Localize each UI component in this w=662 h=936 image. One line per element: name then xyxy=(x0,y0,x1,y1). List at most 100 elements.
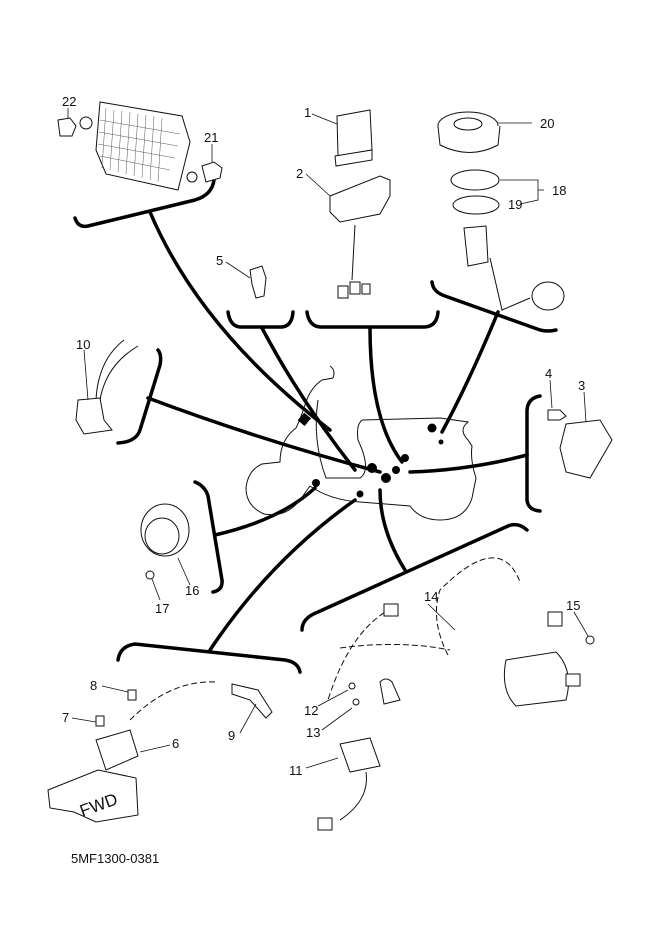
battery-lead xyxy=(339,643,451,651)
scooter-part-blob xyxy=(438,439,444,445)
horn xyxy=(140,503,190,557)
starter-motor xyxy=(503,651,569,707)
connector xyxy=(337,285,349,299)
pickup-coil xyxy=(75,397,113,435)
float xyxy=(531,281,565,311)
rectifier-assembly xyxy=(547,379,613,479)
scooter-body xyxy=(315,399,366,479)
bolt-7 xyxy=(95,715,105,727)
bracket-horn xyxy=(193,480,224,594)
relay xyxy=(336,109,373,157)
spark-plug-cap xyxy=(231,683,273,719)
connector xyxy=(547,611,563,627)
relay-wire xyxy=(339,771,367,821)
screw-17 xyxy=(145,570,155,580)
gasket xyxy=(79,116,93,130)
ht-lead xyxy=(129,681,216,721)
pickup-wire xyxy=(95,339,125,401)
connector xyxy=(383,603,399,617)
bracket-relay xyxy=(305,310,440,329)
callout-1: 1 xyxy=(304,105,311,120)
starter-shaft xyxy=(565,673,581,687)
callout-6: 6 xyxy=(172,736,179,751)
callout-21: 21 xyxy=(204,130,218,145)
scooter-seat xyxy=(361,417,477,479)
bracket-pickup xyxy=(116,348,163,445)
scooter-rear xyxy=(309,477,477,521)
fwd-arrow xyxy=(47,769,139,823)
connector xyxy=(317,817,333,831)
callout-12: 12 xyxy=(304,703,318,718)
callout-22: 22 xyxy=(62,94,76,109)
wire-lead xyxy=(327,607,393,701)
connector-horn xyxy=(213,486,317,537)
callout-4: 4 xyxy=(545,366,552,381)
callout-14: 14 xyxy=(424,589,438,604)
scooter-part-blob xyxy=(367,463,377,473)
connector-ignition xyxy=(208,498,357,652)
drawing-code: 5MF1300-0381 xyxy=(71,851,159,866)
callout-2: 2 xyxy=(296,166,303,181)
radiator xyxy=(95,101,191,191)
terminal-boot xyxy=(379,678,401,705)
connector-fuel xyxy=(440,310,500,434)
callout-10: 10 xyxy=(76,337,90,352)
scooter-marker xyxy=(297,412,312,427)
callout-7: 7 xyxy=(62,710,69,725)
bolt-12 xyxy=(348,682,356,690)
relay-assembly xyxy=(305,109,391,299)
group-brackets xyxy=(73,178,558,674)
pickup-coil-assembly xyxy=(75,339,139,435)
connector xyxy=(349,281,361,295)
pickup-wire xyxy=(99,345,139,401)
callout-15: 15 xyxy=(566,598,580,613)
callout-19: 19 xyxy=(508,197,522,212)
callout-labels: 1 2 3 4 5 6 7 8 9 10 11 12 13 14 15 16 1… xyxy=(62,94,585,778)
sensor xyxy=(249,265,267,299)
sender-plate xyxy=(450,169,500,191)
connector-starter xyxy=(378,488,407,572)
bolt-4 xyxy=(547,409,567,421)
bolt-15 xyxy=(585,635,595,645)
screw-8 xyxy=(127,689,137,701)
scooter-part-blob xyxy=(427,423,437,433)
callout-8: 8 xyxy=(90,678,97,693)
gasket-19 xyxy=(452,195,500,215)
ignition-coil-assembly xyxy=(47,681,273,823)
connector-relay xyxy=(368,326,404,464)
callout-18: 18 xyxy=(552,183,566,198)
fuel-sender-assembly xyxy=(437,111,565,311)
starter-assembly xyxy=(305,557,595,831)
callout-9: 9 xyxy=(228,728,235,743)
horn-assembly xyxy=(140,503,191,601)
bracket-starter xyxy=(300,522,529,632)
fuel-cap-nut-side xyxy=(437,125,501,153)
callout-20: 20 xyxy=(540,116,554,131)
bracket-sensor xyxy=(226,310,295,329)
connector-pickup xyxy=(146,396,382,474)
scooter-part-blob xyxy=(401,454,409,462)
connector-lines xyxy=(146,210,529,652)
connector xyxy=(361,283,371,295)
relay-bracket xyxy=(329,175,391,223)
relay-wire xyxy=(351,224,356,281)
scooter-part-blob xyxy=(356,490,364,498)
scooter-front xyxy=(245,427,311,516)
callout-13: 13 xyxy=(306,725,320,740)
radiator-assembly xyxy=(57,101,223,191)
callout-5: 5 xyxy=(216,253,223,268)
starter-relay xyxy=(339,737,381,773)
bracket-fuel xyxy=(430,280,558,333)
relay-base xyxy=(334,149,373,167)
sensor-assembly xyxy=(225,261,267,299)
thermo-switch-22 xyxy=(57,117,77,137)
scooter-part-blob xyxy=(392,466,400,474)
scooter-part-blob xyxy=(312,479,320,487)
sender-body xyxy=(463,225,489,267)
callout-16: 16 xyxy=(185,583,199,598)
callout-17: 17 xyxy=(155,601,169,616)
scooter-silhouette xyxy=(245,365,477,521)
bracket-radiator xyxy=(73,178,216,229)
rectifier xyxy=(559,419,613,479)
